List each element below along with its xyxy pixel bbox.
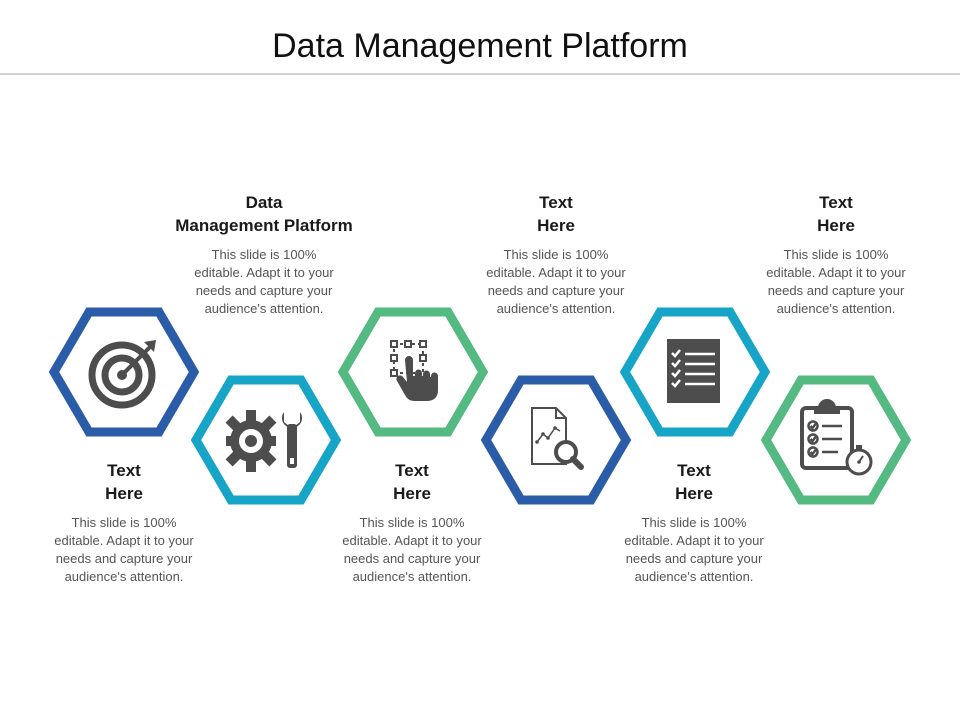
description: This slide is 100% editable. Adapt it to… xyxy=(54,515,194,584)
text-block-1: Text Here This slide is 100% editable. A… xyxy=(24,459,224,586)
text-block-5: Text Here This slide is 100% editable. A… xyxy=(594,459,794,586)
hexagon-4 xyxy=(480,375,632,505)
document-search-icon xyxy=(531,407,584,470)
hexagon-6 xyxy=(760,375,912,505)
target-icon xyxy=(88,340,156,409)
text-block-3: Text Here This slide is 100% editable. A… xyxy=(312,459,512,586)
heading: Data Management Platform xyxy=(175,193,353,235)
text-block-2: Data Management Platform This slide is 1… xyxy=(164,191,364,318)
description: This slide is 100% editable. Adapt it to… xyxy=(766,247,906,316)
description: This slide is 100% editable. Adapt it to… xyxy=(486,247,626,316)
hexagon-3 xyxy=(337,307,489,437)
title-divider xyxy=(0,73,960,75)
hexagon-1 xyxy=(48,307,200,437)
touch-select-icon xyxy=(390,340,438,401)
heading: Text Here xyxy=(105,461,143,503)
checklist-icon xyxy=(667,339,720,403)
hexagon-5 xyxy=(619,307,771,437)
heading: Text Here xyxy=(675,461,713,503)
clipboard-stopwatch-icon xyxy=(800,399,873,476)
hexagon-2 xyxy=(190,375,342,505)
heading: Text Here xyxy=(817,193,855,235)
description: This slide is 100% editable. Adapt it to… xyxy=(342,515,482,584)
description: This slide is 100% editable. Adapt it to… xyxy=(624,515,764,584)
heading: Text Here xyxy=(393,461,431,503)
text-block-4: Text Here This slide is 100% editable. A… xyxy=(456,191,656,318)
description: This slide is 100% editable. Adapt it to… xyxy=(194,247,334,316)
heading: Text Here xyxy=(537,193,575,235)
page-title: Data Management Platform xyxy=(272,27,688,65)
gear-wrench-icon xyxy=(225,410,302,472)
text-block-6: Text Here This slide is 100% editable. A… xyxy=(736,191,936,318)
